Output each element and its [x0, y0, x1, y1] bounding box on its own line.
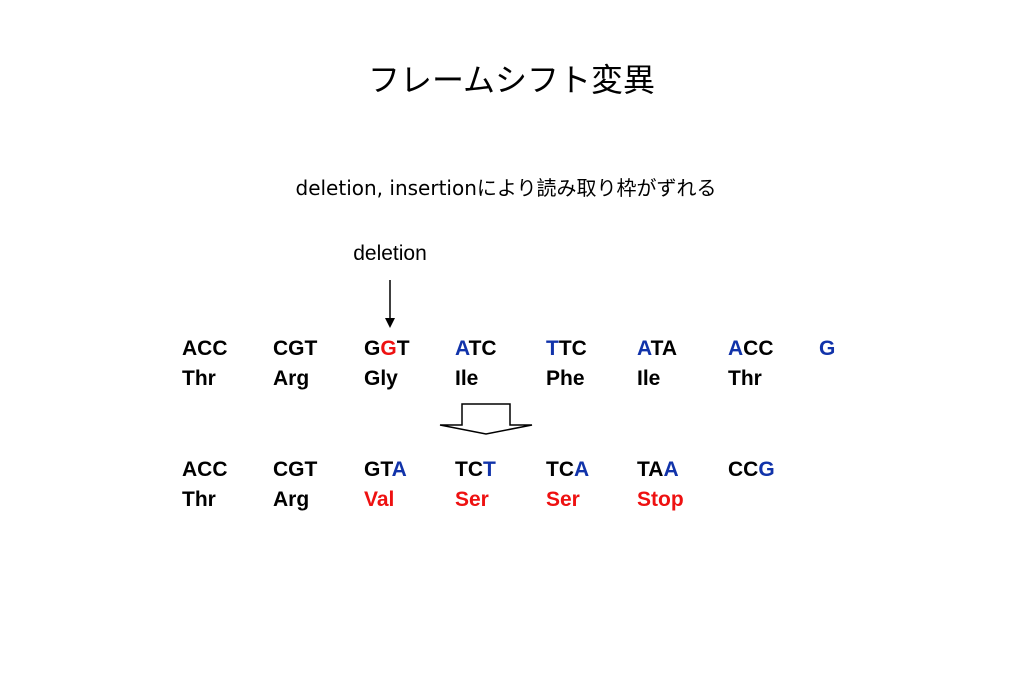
codon-cell: CGT: [273, 455, 317, 485]
codon-segment: GT: [364, 458, 392, 481]
codon-cell: ATC: [455, 334, 497, 364]
deletion-label: deletion: [353, 242, 427, 265]
amino-acid-cell: Gly: [364, 367, 398, 390]
codon-segment: G: [758, 458, 775, 481]
amino-acid-cell: Arg: [273, 488, 310, 511]
amino-acid-cell: Val: [364, 488, 395, 511]
amino-acid-cell: Phe: [546, 367, 585, 390]
codon-segment: TC: [558, 337, 587, 360]
codon-segment: A: [637, 337, 651, 360]
codon-segment: A: [663, 458, 679, 481]
amino-acid-cell: Ile: [637, 367, 661, 390]
codon-cell: CCG: [728, 455, 775, 485]
codon-cell: ATA: [637, 334, 677, 364]
codon-segment: T: [546, 337, 559, 360]
codon-segment: ACC: [182, 337, 228, 360]
original-amino-acid-row: Thr Arg Gly Ile Phe Ile Thr: [0, 364, 1023, 394]
mutated-amino-acid-row: Thr Arg Val Ser Ser Stop: [0, 485, 1023, 515]
codon-cell: GTA: [364, 455, 407, 485]
amino-acid-cell: Arg: [273, 367, 310, 390]
codon-cell: TCA: [546, 455, 589, 485]
block-down-arrow: [439, 403, 533, 435]
codon-segment: CGT: [273, 458, 318, 481]
deletion-down-arrow: [385, 280, 395, 328]
codon-segment: CGT: [273, 337, 318, 360]
codon-segment: A: [391, 458, 407, 481]
codon-cell: CGT: [273, 334, 317, 364]
codon-cell: ACC: [182, 334, 228, 364]
codon-cell: GGT: [364, 334, 410, 364]
amino-acid-cell: Thr: [182, 488, 216, 511]
amino-acid-cell: Ile: [455, 367, 479, 390]
codon-segment: ACC: [182, 458, 228, 481]
codon-cell: G: [819, 334, 835, 364]
codon-segment: TA: [637, 458, 664, 481]
amino-acid-cell: Thr: [182, 367, 216, 390]
codon-cell: TCT: [455, 455, 496, 485]
codon-cell: ACC: [182, 455, 228, 485]
codon-segment: TC: [546, 458, 574, 481]
codon-segment: T: [483, 458, 496, 481]
amino-acid-cell: Stop: [637, 488, 684, 511]
amino-acid-cell: Ser: [546, 488, 580, 511]
codon-segment: CC: [728, 458, 759, 481]
codon-cell: ACC: [728, 334, 774, 364]
codon-segment: A: [455, 337, 469, 360]
codon-cell: TTC: [546, 334, 587, 364]
codon-segment: CC: [743, 337, 774, 360]
codon-segment: TA: [650, 337, 678, 360]
codon-segment: T: [396, 337, 410, 360]
codon-segment: A: [728, 337, 744, 360]
codon-segment: G: [819, 337, 836, 360]
codon-segment: G: [364, 337, 381, 360]
amino-acid-cell: Ser: [455, 488, 489, 511]
codon-segment: TC: [468, 337, 497, 360]
slide-title: フレームシフト変異: [367, 61, 656, 99]
subtitle: deletion, insertionにより読み取り枠がずれる: [295, 176, 717, 200]
amino-acid-cell: Thr: [728, 367, 762, 390]
codon-cell: TAA: [637, 455, 679, 485]
codon-segment: A: [574, 458, 590, 481]
codon-segment: G: [380, 337, 397, 360]
codon-segment: TC: [455, 458, 483, 481]
